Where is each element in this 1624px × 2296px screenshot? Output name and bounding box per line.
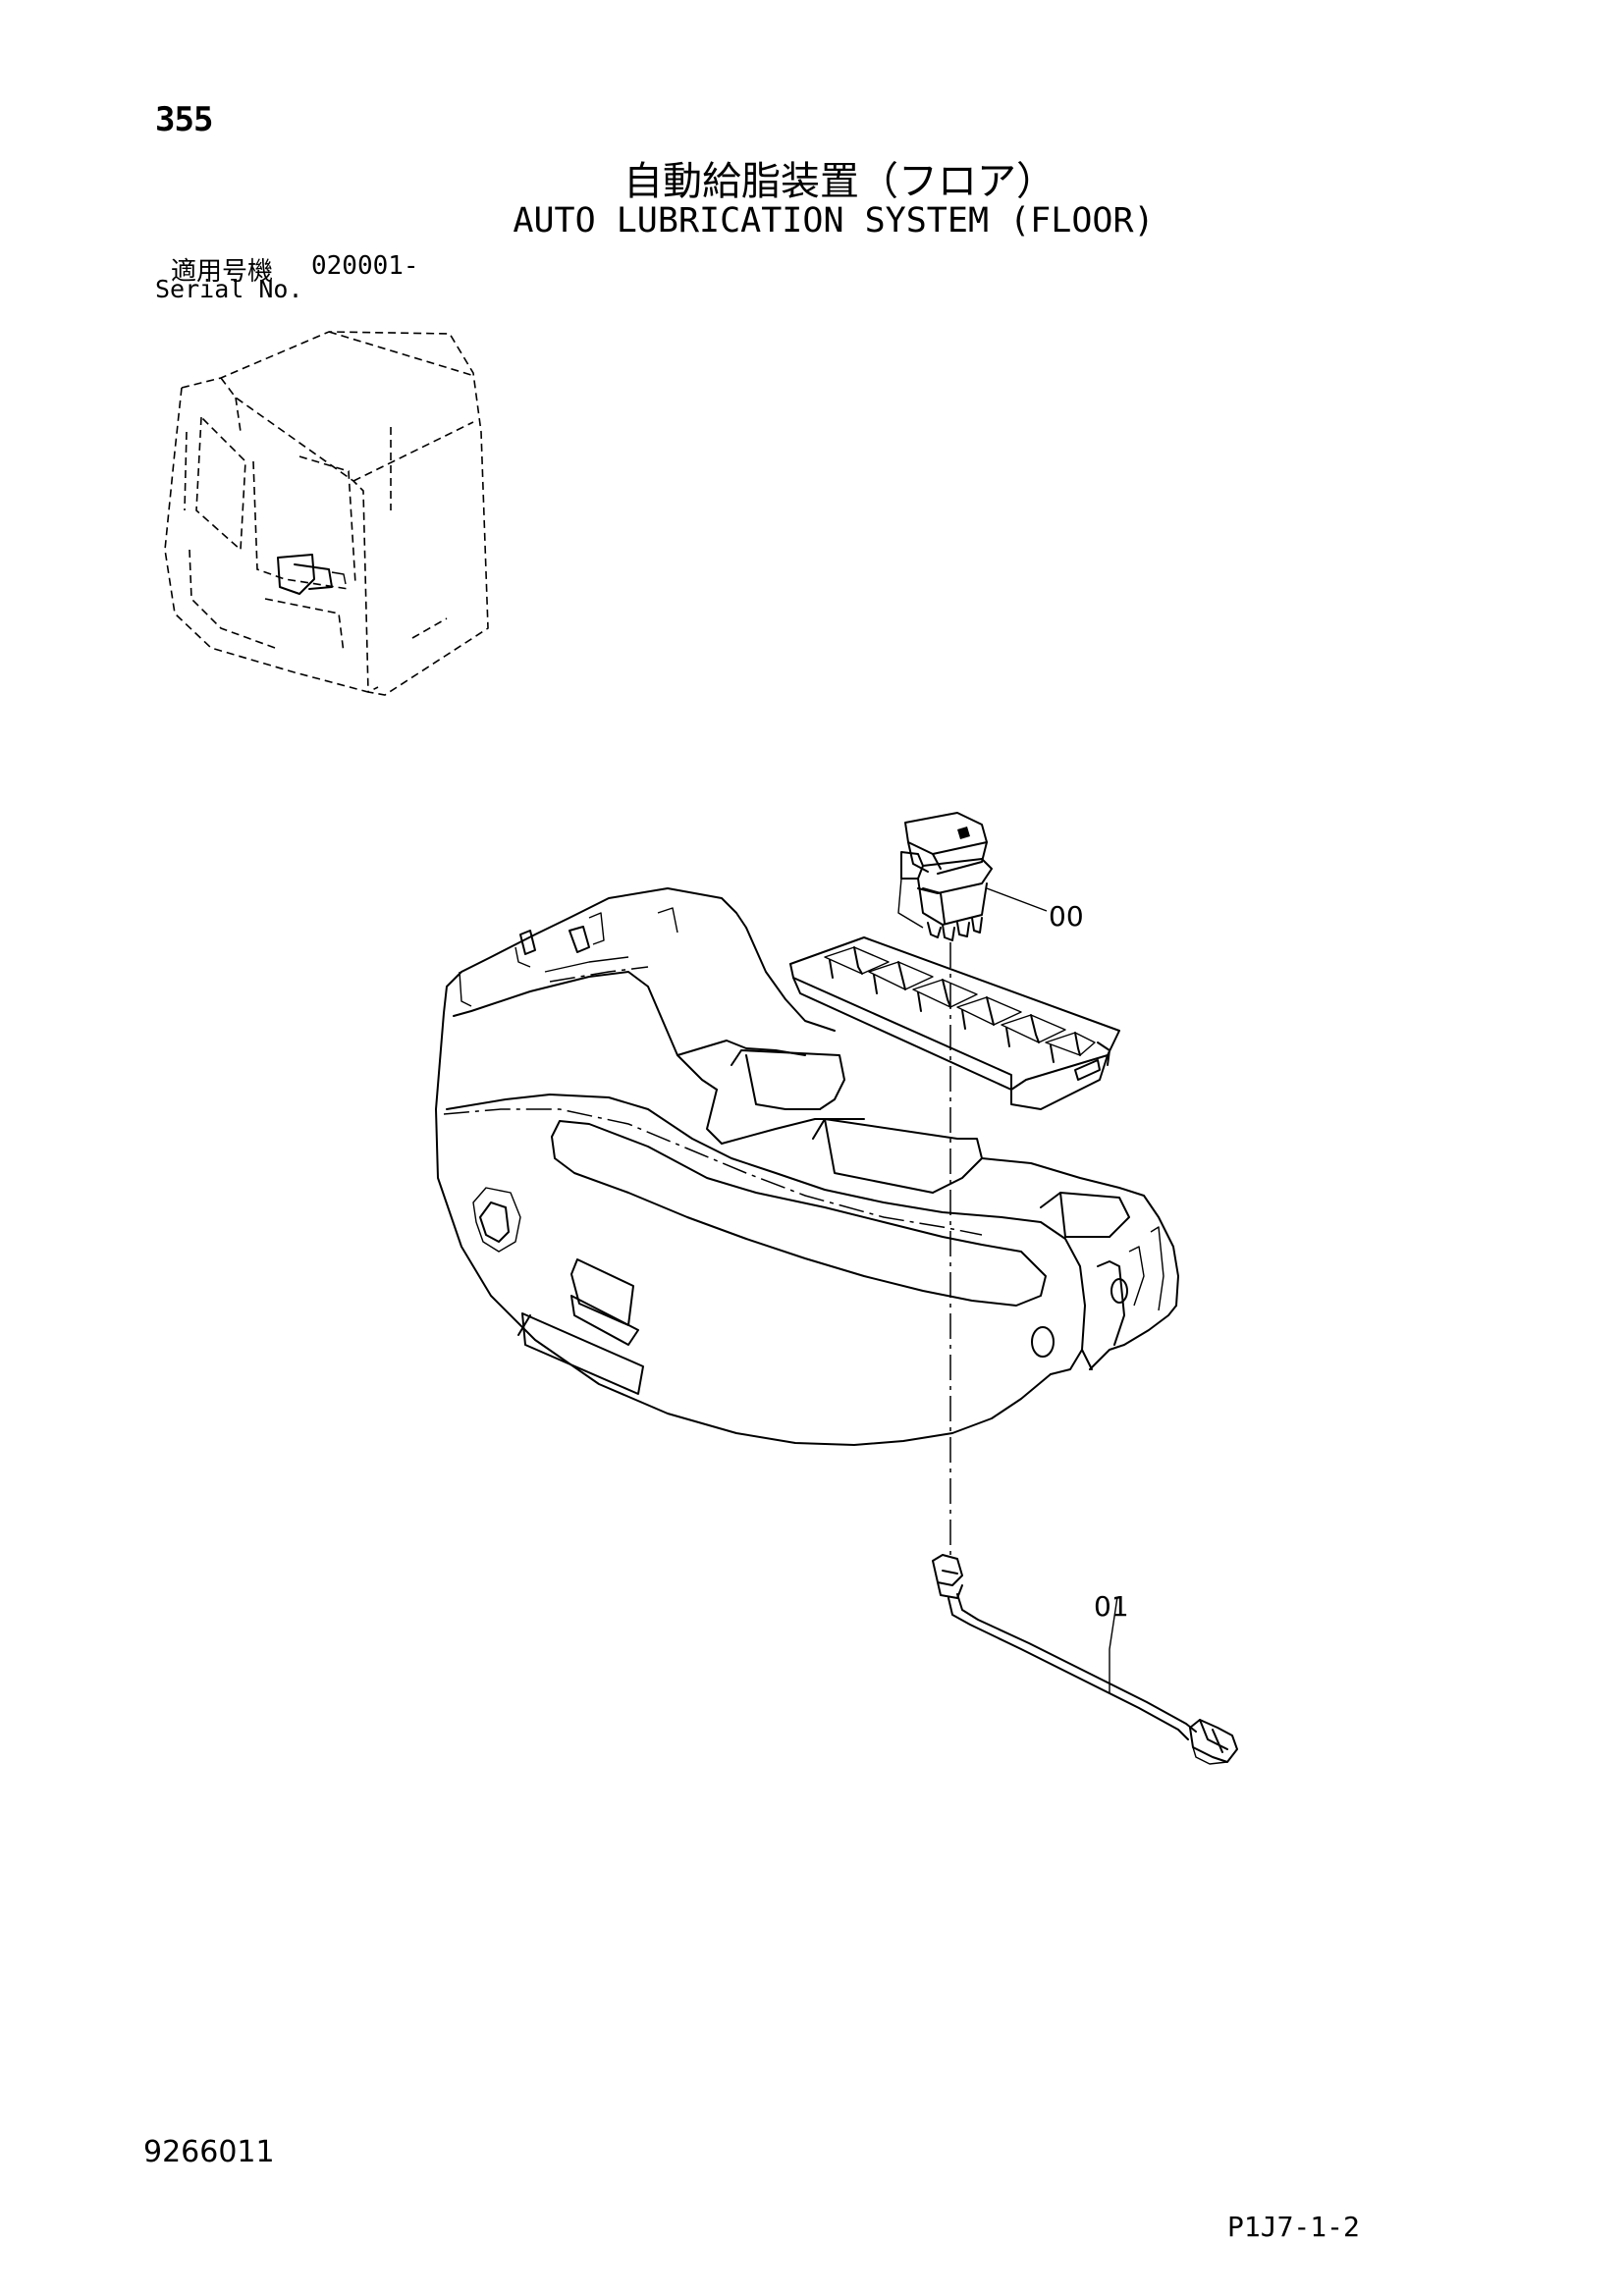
page-reference: P1J7-1-2 — [1227, 2211, 1360, 2243]
cab-location-thumbnail — [164, 331, 489, 696]
callout-harness: 01 — [1094, 1590, 1129, 1623]
page-title-japanese: 自動給脂装置（フロア） — [623, 159, 1056, 204]
page-number: 355 — [155, 100, 213, 139]
document-number: 9266011 — [143, 2135, 275, 2169]
page-title-english: AUTO LUBRICATION SYSTEM (FLOOR) — [513, 201, 1155, 240]
serial-label-english: Serial No. — [155, 275, 303, 303]
serial-range: 020001- — [311, 251, 419, 281]
serial-label-japanese: 適用号機 — [171, 257, 274, 287]
wire-harness — [932, 1554, 1238, 1765]
switch-panel — [789, 936, 1120, 1110]
callout-switch: 00 — [1049, 900, 1084, 933]
console-body — [435, 887, 1179, 1446]
rocker-switch — [897, 812, 993, 941]
leader-lines — [949, 887, 1118, 1693]
